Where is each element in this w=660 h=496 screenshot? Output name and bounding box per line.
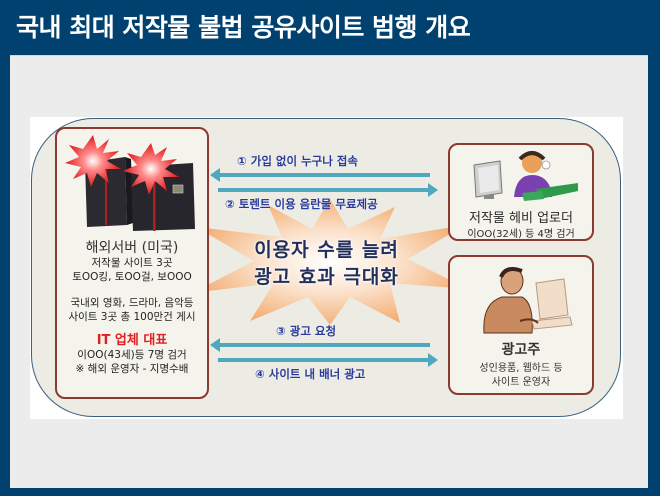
advertiser-line: 사이트 운영자 [491, 377, 551, 388]
advertiser-box: 광고주 성인용품, 웹하드 등 사이트 운영자 [448, 255, 594, 395]
server-line: 저작물 사이트 3곳 [91, 257, 173, 269]
server-line: 토OO킹, 토OO걸, 보OOO [72, 271, 192, 283]
arrow-label-2: ② 토렌트 이용 음란물 무료제공 [225, 197, 378, 211]
operator-line: 이OO(43세)등 7명 검거 [77, 349, 187, 361]
uploader-person-icon [473, 151, 578, 201]
arrow-right-4 [218, 353, 438, 367]
server-icon [65, 135, 195, 231]
advertiser-person-icon [483, 267, 573, 334]
operator-line: ※ 해외 운영자 - 지명수배 [75, 363, 189, 375]
arrow-label-3: ③ 광고 요청 [276, 324, 337, 338]
burst-line-1: 이용자 수를 늘려 [254, 239, 399, 261]
server-line: 사이트 3곳 총 100만건 게시 [68, 311, 196, 323]
arrow-label-4: ④ 사이트 내 배너 광고 [255, 367, 366, 381]
slide-title: 국내 최대 저작물 불법 공유사이트 범행 개요 [16, 13, 471, 42]
arrow-left-1 [210, 168, 430, 182]
server-line: 국내외 영화, 드라마, 음악등 [70, 297, 194, 309]
it-company-rep-title: IT 업체 대표 [96, 333, 168, 348]
overseas-server-box: 해외서버 (미국) 저작물 사이트 3곳 토OO킹, 토OO걸, 보OOO 국내… [55, 127, 209, 399]
arrow-right-2 [218, 183, 438, 197]
starburst-shape [192, 199, 468, 325]
arrow-label-1: ① 가입 없이 누구나 접속 [237, 154, 358, 168]
arrow-left-3 [210, 338, 430, 352]
uploader-title: 저작물 헤비 업로더 [469, 211, 573, 226]
advertiser-title: 광고주 [501, 342, 541, 358]
crime-overview-diagram: 이용자 수를 늘려 광고 효과 극대화 [30, 117, 623, 419]
advertiser-line: 성인용품, 웹하드 등 [479, 363, 563, 374]
burst-line-2: 광고 효과 극대화 [254, 266, 399, 288]
heavy-uploader-box: 저작물 헤비 업로더 이OO(32세) 등 4명 검거 [448, 143, 594, 241]
uploader-arrest-info: 이OO(32세) 등 4명 검거 [467, 229, 575, 240]
server-title: 해외서버 (미국) [85, 240, 179, 256]
